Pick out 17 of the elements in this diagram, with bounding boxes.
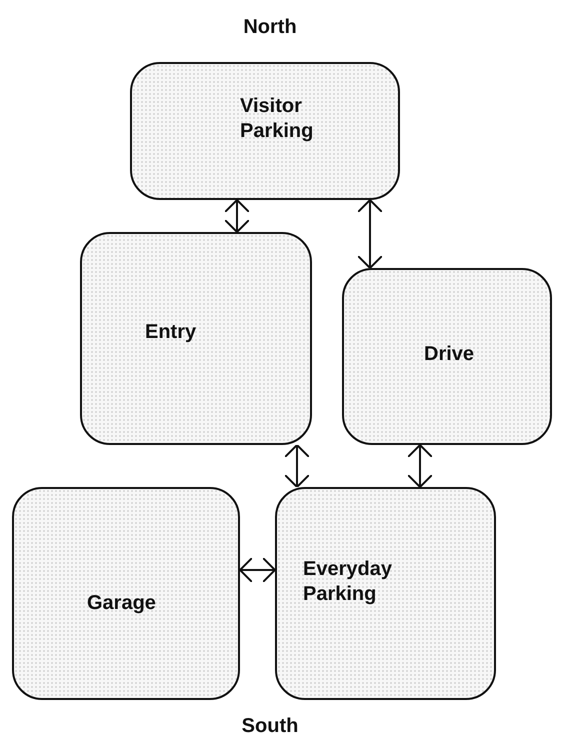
direction-label: South [242, 715, 298, 738]
area-box [12, 487, 240, 700]
area-label: Everyday Parking [303, 557, 393, 607]
double-arrow [284, 444, 310, 488]
double-arrow [407, 444, 433, 488]
area-box [342, 268, 552, 445]
area-label: Drive [424, 342, 476, 367]
area-label: Visitor Parking [240, 94, 314, 144]
area-box [275, 487, 496, 700]
double-arrow [239, 557, 276, 583]
area-box [80, 232, 312, 445]
area-label: Entry [145, 320, 198, 345]
direction-label: North [243, 16, 297, 39]
area-box [130, 62, 400, 200]
area-label: Garage [87, 591, 157, 616]
double-arrow [357, 199, 383, 269]
double-arrow [224, 199, 250, 233]
